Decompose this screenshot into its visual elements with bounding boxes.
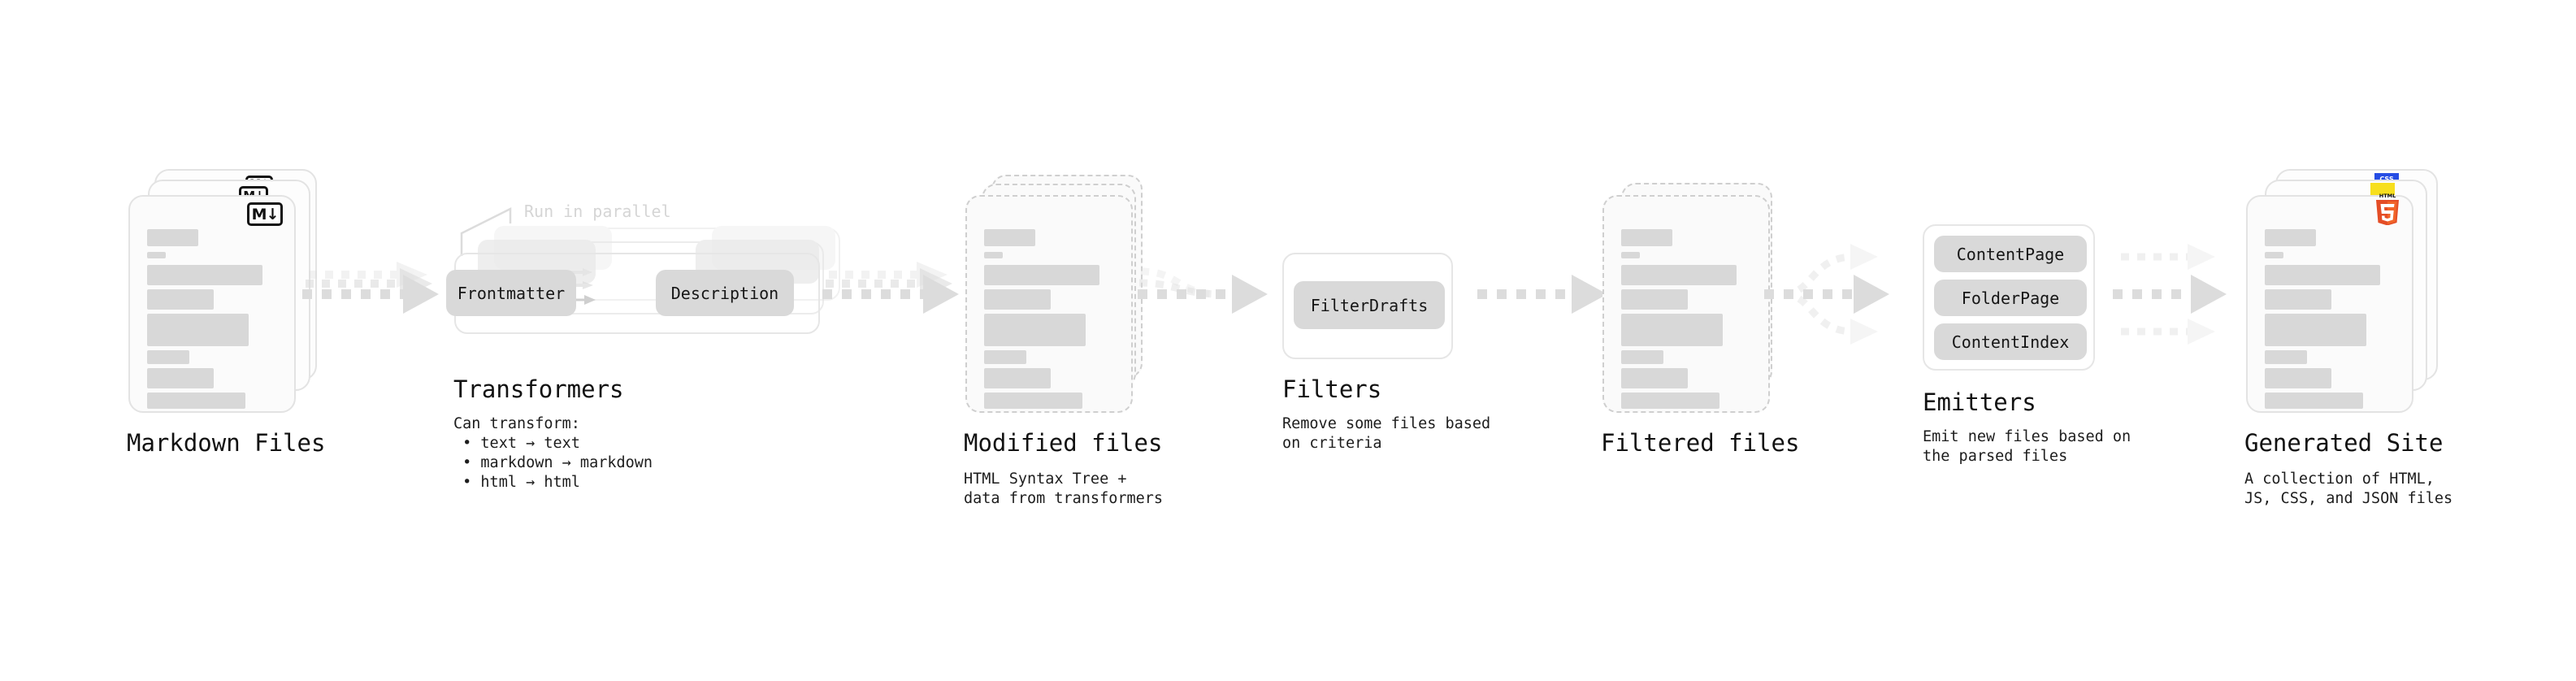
skeleton-line — [984, 393, 1082, 409]
stage-subtitle-emitters: Emit new files based on the parsed files — [1923, 428, 2131, 465]
transformer-inner-arrows — [552, 268, 596, 305]
skeleton-sub — [2265, 252, 2283, 258]
modified-card-front — [965, 195, 1133, 413]
stage-title-modified-files: Modified files — [964, 429, 1163, 457]
emitter-node-folderpage-label: FolderPage — [1961, 288, 2060, 308]
skeleton-title — [147, 229, 198, 246]
transformer-panel-front: Frontmatter Description — [446, 253, 820, 334]
emitter-node-contentindex[interactable]: ContentIndex — [1934, 323, 2087, 360]
emitters-panel: ContentPage FolderPage ContentIndex — [1923, 224, 2095, 371]
skeleton-line — [1621, 393, 1720, 409]
transformer-node-description[interactable]: Description — [656, 270, 794, 316]
run-in-parallel-label: Run in parallel — [524, 202, 671, 221]
skeleton-line — [1621, 368, 1688, 388]
skeleton-title — [1621, 229, 1672, 246]
skeleton-line — [984, 289, 1051, 310]
skeleton-line — [2265, 265, 2380, 285]
skeleton-line — [1621, 314, 1723, 346]
skeleton-sub — [984, 252, 1003, 258]
arrow-transformers-to-modified — [822, 262, 959, 314]
transformer-node-frontmatter-label: Frontmatter — [457, 283, 566, 303]
skeleton-line — [147, 393, 245, 409]
markdown-card-front — [128, 195, 296, 413]
skeleton-line — [147, 265, 262, 285]
stage-subtitle-generated-site: A collection of HTML, JS, CSS, and JSON … — [2244, 471, 2453, 507]
emitter-node-folderpage[interactable]: FolderPage — [1934, 280, 2087, 316]
svg-text:HTML: HTML — [2379, 193, 2396, 199]
filter-node-filterdrafts[interactable]: FilterDrafts — [1294, 281, 1445, 329]
skeleton-line — [147, 289, 214, 310]
site-card-front — [2246, 195, 2413, 413]
skeleton-line — [2265, 289, 2331, 310]
stage-title-filtered-files: Filtered files — [1601, 429, 1800, 457]
skeleton-title — [984, 229, 1035, 246]
emitter-node-contentpage[interactable]: ContentPage — [1934, 236, 2087, 272]
stage-title-markdown-files: Markdown Files — [127, 429, 326, 457]
skeleton-line — [147, 350, 189, 364]
skeleton-line — [2265, 314, 2366, 346]
filters-panel: FilterDrafts — [1282, 253, 1453, 359]
transformer-node-description-label: Description — [670, 283, 779, 303]
skeleton-line — [1621, 289, 1688, 310]
skeleton-line — [147, 314, 249, 346]
arrow-filters-to-filtered — [1477, 275, 1607, 314]
transformer-node-frontmatter[interactable]: Frontmatter — [446, 270, 576, 316]
filtered-card-front — [1602, 195, 1770, 413]
skeleton-line — [2265, 368, 2331, 388]
markdown-icon: M↓ — [247, 202, 283, 226]
skeleton-sub — [1621, 252, 1640, 258]
filter-node-filterdrafts-label: FilterDrafts — [1310, 295, 1429, 315]
emitter-node-contentindex-label: ContentIndex — [1951, 332, 2070, 352]
skeleton-line — [984, 314, 1086, 346]
stage-title-transformers: Transformers — [453, 375, 624, 403]
stage-title-generated-site: Generated Site — [2244, 429, 2444, 457]
skeleton-line — [147, 368, 214, 388]
css-icon-label: CSS — [2379, 175, 2394, 183]
stage-subtitle-filters: Remove some files based on criteria — [1282, 415, 1491, 452]
arrow-filtered-to-emitters — [1764, 244, 1889, 345]
skeleton-line — [1621, 265, 1737, 285]
arrow-markdown-to-transformers — [302, 262, 439, 314]
stage-title-emitters: Emitters — [1923, 388, 2036, 416]
skeleton-line — [2265, 393, 2363, 409]
stage-subtitle-modified-files: HTML Syntax Tree + data from transformer… — [964, 471, 1164, 507]
skeleton-line — [984, 265, 1099, 285]
arrow-modified-to-filters — [1138, 267, 1268, 314]
skeleton-line — [984, 350, 1026, 364]
skeleton-line — [984, 368, 1051, 388]
skeleton-line — [1621, 350, 1663, 364]
stage-title-filters: Filters — [1282, 375, 1382, 403]
skeleton-title — [2265, 229, 2316, 246]
skeleton-sub — [147, 252, 166, 258]
stage-subtitle-transformers: Can transform: • text → text • markdown … — [453, 415, 653, 491]
emitter-node-contentpage-label: ContentPage — [1956, 244, 2065, 264]
skeleton-line — [2265, 350, 2307, 364]
html5-icon: HTML — [2376, 193, 2399, 225]
